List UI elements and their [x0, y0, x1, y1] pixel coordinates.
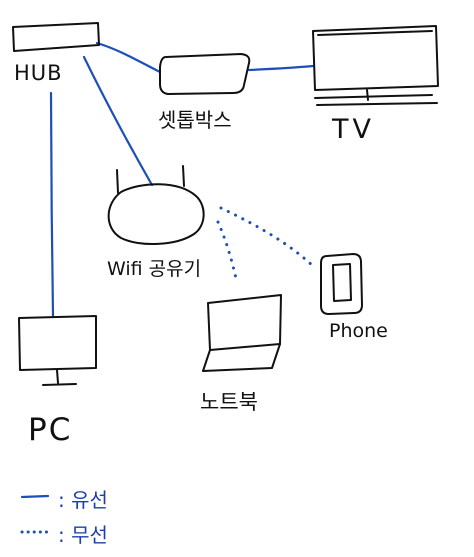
router-label: Wifi 공유기	[107, 258, 202, 280]
edge-router-laptop	[216, 220, 239, 285]
hub-box-icon	[12, 22, 100, 52]
tv-label: TV	[332, 114, 375, 145]
smartphone-icon	[320, 253, 363, 315]
edge-hub-pc	[49, 91, 55, 318]
legend-wired-label: : 유선	[58, 488, 108, 512]
pc-monitor-icon	[18, 315, 97, 386]
edge-hub-router	[82, 55, 154, 187]
edge-router-phone	[219, 206, 315, 268]
edge-hub-settop	[95, 41, 162, 74]
legend-wired-line	[20, 494, 50, 499]
settop-box-icon	[159, 53, 251, 95]
pc-label: PC	[28, 412, 73, 448]
settop-label: 셋톱박스	[158, 108, 232, 132]
legend-wireless-label: : 무선	[58, 523, 108, 547]
hub-label: HUB	[14, 61, 63, 85]
laptop-icon	[202, 294, 282, 372]
phone-label: Phone	[329, 320, 388, 342]
tv-monitor-icon	[312, 25, 439, 106]
wifi-router-icon	[107, 165, 205, 245]
laptop-label: 노트북	[200, 390, 258, 414]
edge-settop-tv	[247, 64, 315, 72]
